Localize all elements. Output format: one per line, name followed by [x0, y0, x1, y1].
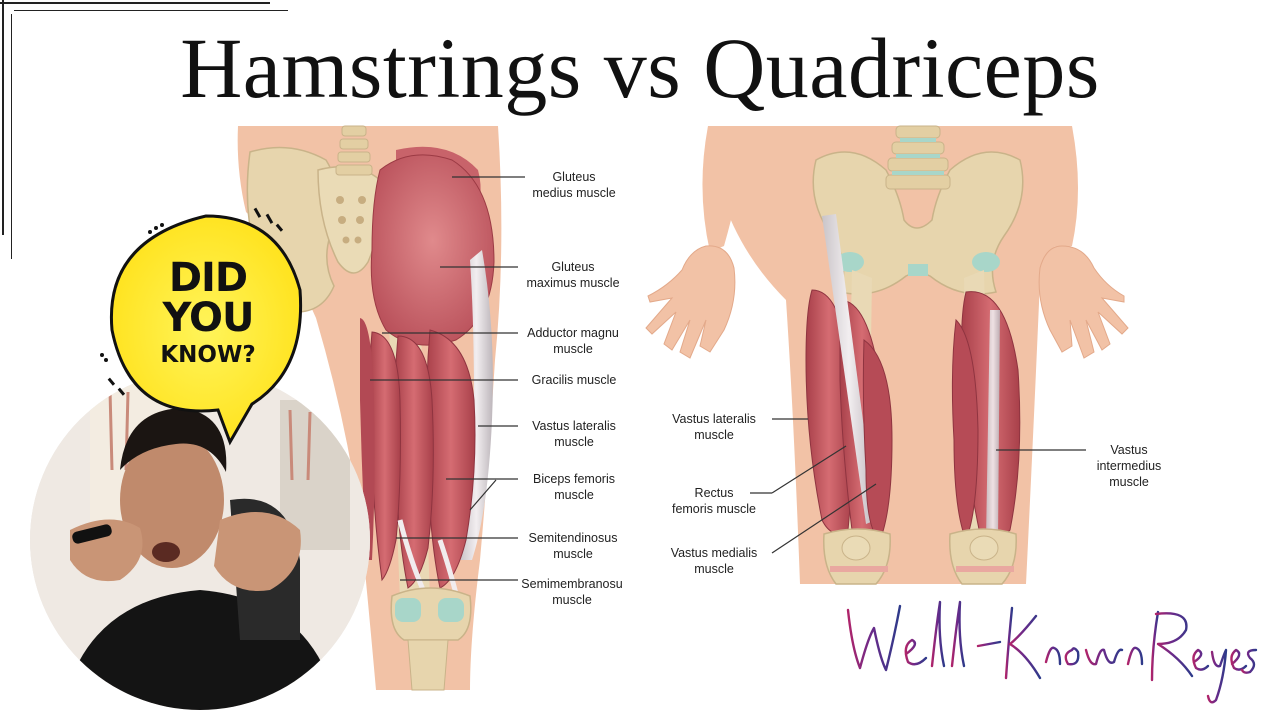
posterior-view [237, 125, 525, 691]
frame-line-top-inner [14, 10, 288, 11]
signature-logo [846, 600, 1258, 704]
frame-line-top [0, 2, 270, 4]
iliotibial-band [460, 250, 493, 560]
frame-line-left-inner [11, 14, 12, 259]
anterior-right-arm [1030, 126, 1078, 250]
posterior-spine [335, 125, 373, 176]
anterior-left-arm [702, 126, 750, 252]
speech-bubble [109, 214, 303, 446]
presenter-inset [30, 207, 370, 710]
page-title: Hamstrings vs Quadriceps [180, 20, 1100, 116]
anterior-right-hand [1038, 245, 1129, 359]
anterior-view [645, 125, 1129, 585]
sartorius-left [822, 214, 876, 524]
gluteus-maximus [370, 154, 495, 346]
anterior-spine [885, 125, 951, 190]
did-you-know-text: DID YOU KNOW? [160, 255, 256, 368]
label-gracilis: Gracilis muscle [531, 373, 617, 387]
frame-line-left [2, 0, 4, 235]
anterior-left-hand [645, 245, 736, 359]
